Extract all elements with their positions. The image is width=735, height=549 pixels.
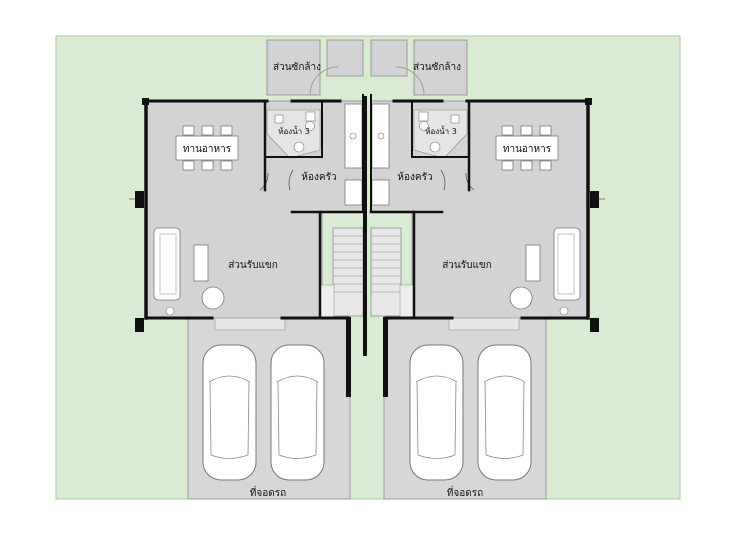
left-bathroom-label: ห้องน้ำ 3 [278,125,310,136]
right-living-label: ส่วนรับแขก [442,260,492,271]
left-dining-label: ทานอาหาร [183,144,232,155]
left-living-label: ส่วนรับแขก [228,260,278,271]
left-laundry-label: ส่วนซักล้าง [273,61,321,73]
party-wall [363,96,367,356]
left-parking-label: ที่จอดรถ [250,485,286,499]
left-kitchen-label: ห้องครัว [301,171,336,183]
right-parking-label: ที่จอดรถ [447,485,483,499]
right-laundry-label: ส่วนซักล้าง [413,61,461,73]
right-kitchen-label: ห้องครัว [397,171,432,183]
right-dining-label: ทานอาหาร [503,144,552,155]
right-bathroom-label: ห้องน้ำ 3 [425,125,457,136]
